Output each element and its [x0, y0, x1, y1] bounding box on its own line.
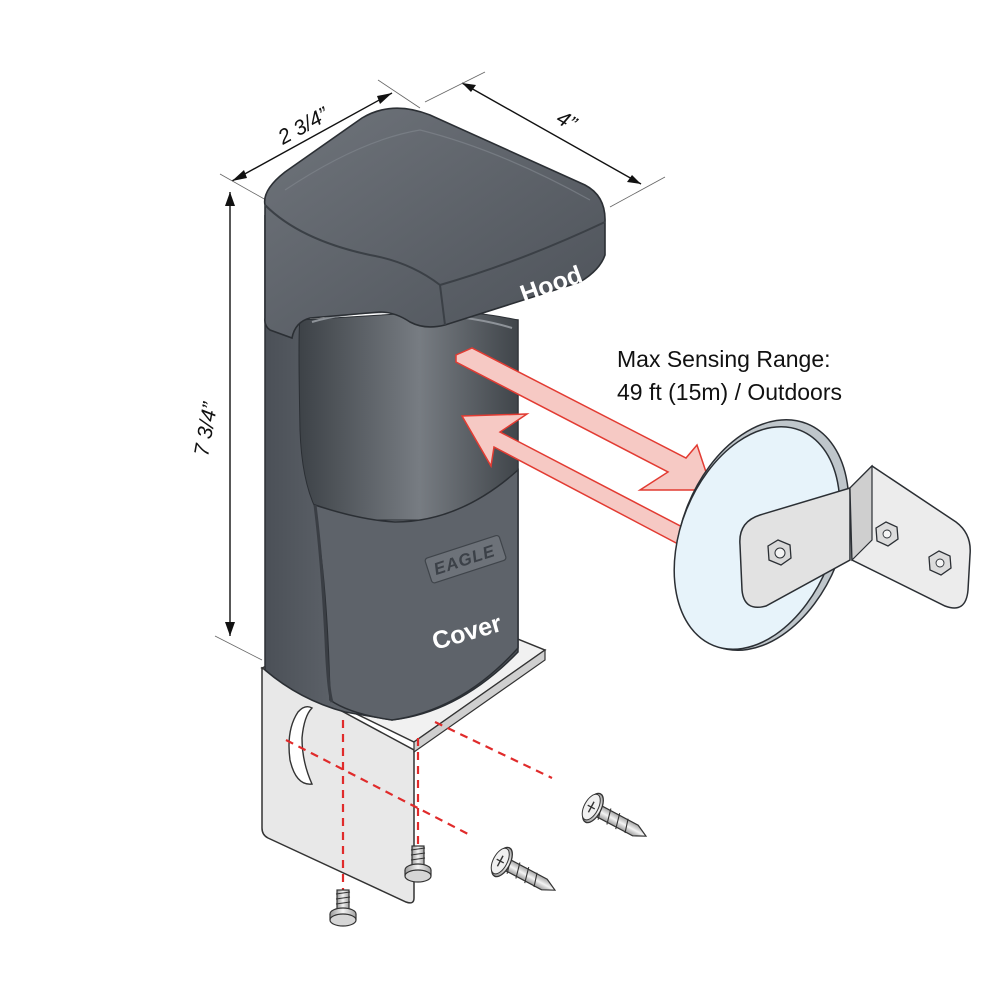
sensor-hood: Hood: [263, 107, 606, 340]
range-label-line2: 49 ft (15m) / Outdoors: [617, 379, 842, 405]
screw-icon: [490, 846, 557, 891]
machine-screw-icon: [404, 845, 432, 883]
reflector: [673, 419, 971, 651]
machine-screw-icon: [329, 889, 357, 927]
hex-bolt-icon: [928, 550, 952, 576]
sensor-cover: EAGLE Cover: [313, 468, 519, 721]
dimension-width-label: 2 3/4”: [273, 103, 333, 150]
reflector-nut-icon: [767, 539, 792, 566]
assembly-guide-lines: [285, 720, 553, 890]
dimension-height: 7 3/4”: [190, 192, 263, 661]
dimension-height-label: 7 3/4”: [190, 400, 222, 458]
dimension-depth-label: 4”: [553, 106, 582, 136]
hex-bolt-icon: [875, 521, 899, 547]
range-label-line1: Max Sensing Range:: [617, 346, 831, 372]
screw-icon: [581, 792, 648, 837]
reflector-bracket: [739, 464, 971, 609]
